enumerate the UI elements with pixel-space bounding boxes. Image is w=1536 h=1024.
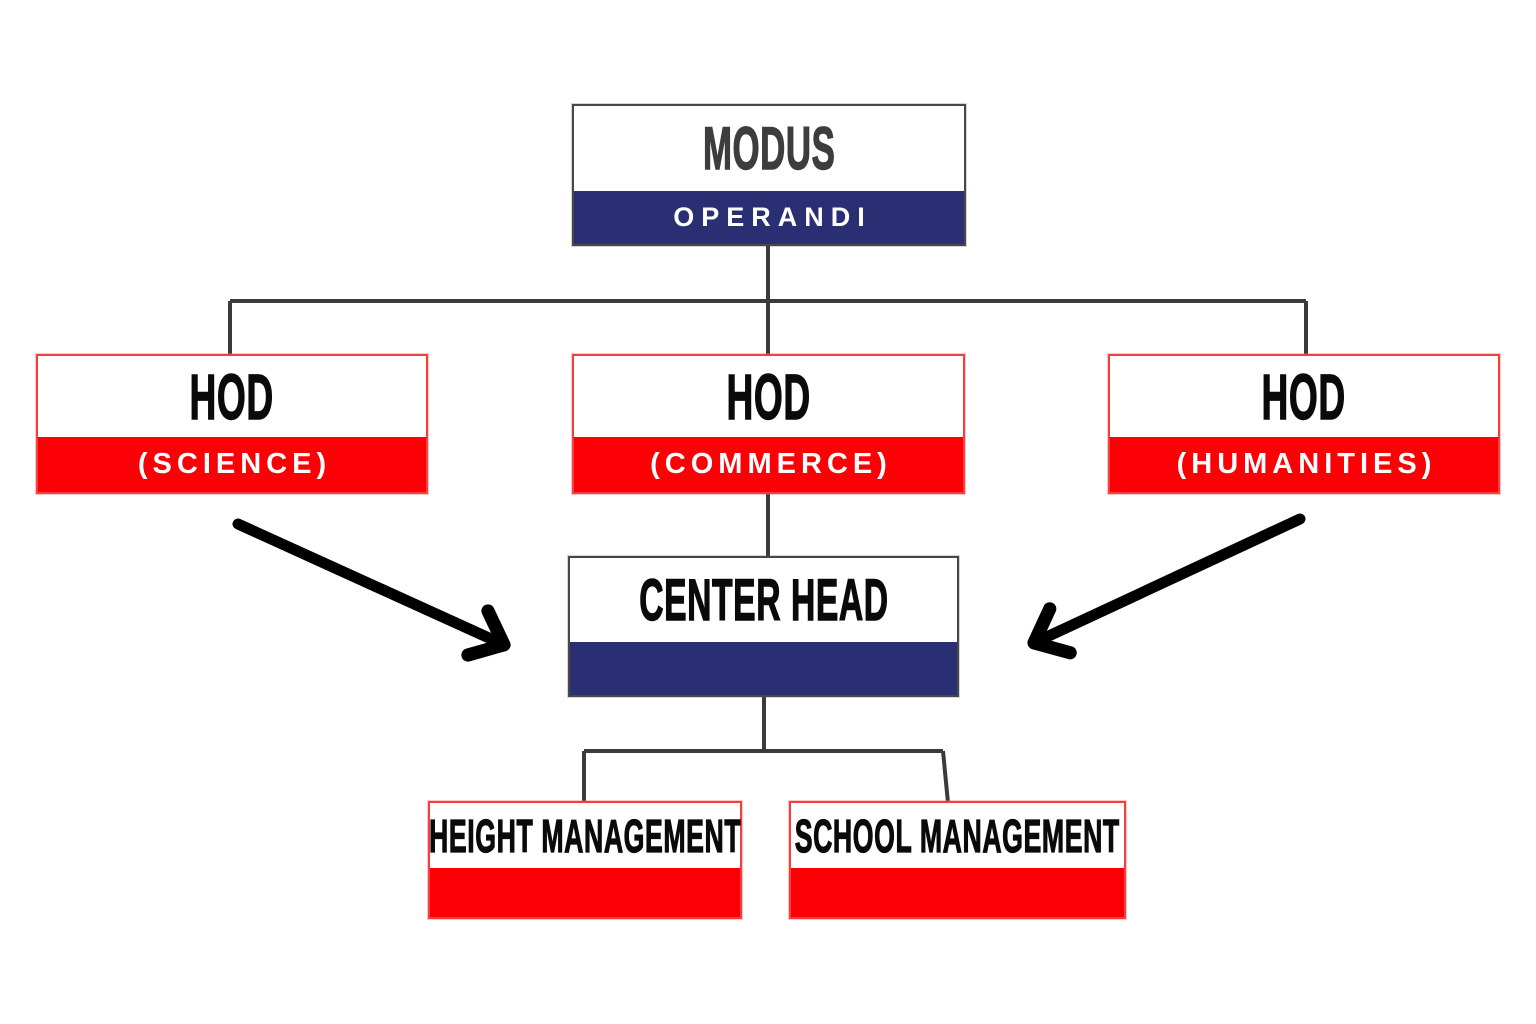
node-modus-operandi-title: MODUS: [702, 114, 836, 182]
node-hod-science: HOD (SCIENCE): [36, 354, 428, 494]
node-hod-commerce-subtitle: (COMMERCE): [650, 448, 892, 480]
arrow-science-to-center-head: [232, 518, 511, 662]
node-hod-science-title-area: HOD: [38, 356, 426, 437]
node-school-management-band: [791, 868, 1124, 917]
node-hod-commerce: HOD (COMMERCE): [572, 354, 965, 494]
node-school-management-title: SCHOOL MANAGEMENT: [794, 809, 1121, 862]
node-height-management-band: [430, 868, 740, 917]
node-height-management: HEIGHT MANAGEMENT: [428, 801, 742, 919]
arrow-humanities-to-center-head: [1027, 513, 1306, 660]
node-modus-operandi-band: OPERANDI: [574, 191, 964, 244]
node-hod-commerce-title: HOD: [726, 360, 811, 433]
node-center-head-title: CENTER HEAD: [638, 567, 889, 633]
connector-center-head-to-managements: [582, 696, 950, 804]
node-modus-operandi-subtitle: OPERANDI: [673, 202, 872, 232]
connector-root-to-hods: [228, 245, 1308, 355]
node-modus-operandi: MODUS OPERANDI: [572, 104, 966, 246]
node-modus-operandi-title-area: MODUS: [574, 106, 964, 191]
node-hod-science-band: (SCIENCE): [38, 437, 426, 492]
node-hod-humanities: HOD (HUMANITIES): [1108, 354, 1500, 494]
node-hod-humanities-subtitle: (HUMANITIES): [1176, 448, 1437, 480]
node-hod-humanities-band: (HUMANITIES): [1110, 437, 1498, 492]
node-school-management: SCHOOL MANAGEMENT: [789, 801, 1126, 919]
node-center-head-band: [570, 642, 957, 695]
node-center-head-title-area: CENTER HEAD: [570, 558, 957, 642]
node-center-head: CENTER HEAD: [568, 556, 959, 697]
node-hod-commerce-band: (COMMERCE): [574, 437, 963, 492]
node-hod-humanities-title: HOD: [1261, 360, 1347, 433]
node-height-management-title-area: HEIGHT MANAGEMENT: [428, 803, 742, 868]
node-hod-science-title: HOD: [189, 360, 275, 433]
node-hod-science-subtitle: (SCIENCE): [137, 448, 332, 480]
node-school-management-title-area: SCHOOL MANAGEMENT: [791, 803, 1124, 868]
node-height-management-title: HEIGHT MANAGEMENT: [428, 809, 742, 862]
node-hod-commerce-title-area: HOD: [574, 356, 963, 437]
node-hod-humanities-title-area: HOD: [1110, 356, 1498, 437]
